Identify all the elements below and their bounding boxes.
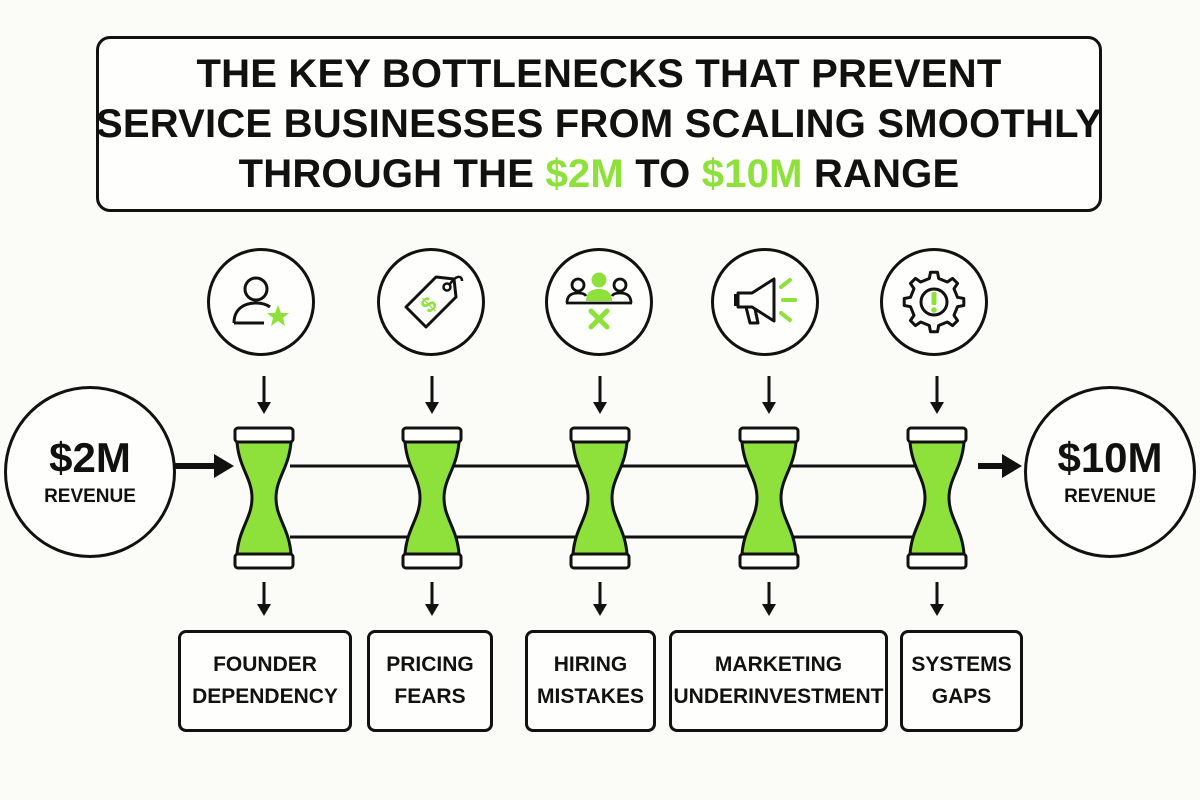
down-arrow: [593, 376, 607, 414]
title-highlight-start: $2M: [545, 152, 624, 196]
exit-arrow: [978, 454, 1022, 478]
bottleneck-hourglass: [906, 426, 968, 570]
systems-icon-circle: [880, 248, 988, 356]
connector-arrows: [257, 376, 944, 616]
title-box: THE KEY BOTTLENECKS THAT PREVENT SERVICE…: [96, 36, 1102, 212]
down-arrow: [425, 582, 439, 616]
down-arrow: [930, 582, 944, 616]
start-revenue-node: $2M REVENUE: [4, 386, 176, 558]
label-line: DEPENDENCY: [192, 685, 338, 708]
person-star-icon: [232, 276, 289, 326]
bottleneck-hourglass: [233, 426, 295, 570]
bottleneck-hourglass: [738, 426, 800, 570]
price-tag-icon: $: [404, 275, 464, 329]
down-arrow: [257, 582, 271, 616]
bottlenecks: [233, 426, 968, 570]
entry-arrow: [172, 454, 234, 478]
label-line: MISTAKES: [537, 685, 644, 708]
gear-alert-icon: [902, 270, 966, 334]
title-text: THROUGH THE: [238, 152, 546, 196]
title-line-3: THROUGH THE $2M TO $10M RANGE: [239, 149, 960, 199]
label-line: MARKETING: [714, 653, 843, 676]
title-highlight-end: $10M: [701, 152, 803, 196]
down-arrow: [930, 376, 944, 414]
bottleneck-label-marketing-underinvestment: MARKETING UNDERINVESTMENT: [669, 630, 888, 732]
end-label: REVENUE: [1064, 486, 1156, 507]
bottleneck-label-pricing-fears: PRICING FEARS: [367, 630, 493, 732]
end-amount: $10M: [1057, 434, 1163, 481]
label-line: GAPS: [931, 685, 992, 708]
down-arrow: [762, 582, 776, 616]
bottleneck-label-founder-dependency: FOUNDER DEPENDENCY: [178, 630, 352, 732]
label-line: FOUNDER: [213, 653, 317, 676]
down-arrow: [762, 376, 776, 414]
bottleneck-hourglass: [401, 426, 463, 570]
down-arrow: [257, 376, 271, 414]
label-line: SYSTEMS: [911, 653, 1012, 676]
pricing-icon-circle: $: [377, 248, 485, 356]
down-arrow: [593, 582, 607, 616]
founder-icon-circle: [207, 248, 315, 356]
title-line-1: THE KEY BOTTLENECKS THAT PREVENT: [196, 52, 1002, 96]
label-line: PRICING: [386, 653, 474, 676]
title-text: TO: [623, 152, 702, 196]
title-line-2: SERVICE BUSINESSES FROM SCALING SMOOTHLY: [96, 102, 1102, 146]
marketing-icon-circle: [711, 248, 819, 356]
bottleneck-label-systems-gaps: SYSTEMS GAPS: [900, 630, 1023, 732]
megaphone-icon: [734, 277, 797, 325]
start-amount: $2M: [49, 434, 131, 481]
down-arrow: [425, 376, 439, 414]
bottleneck-hourglass: [569, 426, 631, 570]
label-line: HIRING: [553, 653, 628, 676]
label-line: FEARS: [394, 685, 466, 708]
bottleneck-label-hiring-mistakes: HIRING MISTAKES: [525, 630, 656, 732]
end-revenue-node: $10M REVENUE: [1024, 386, 1196, 558]
team-x-icon: [565, 272, 633, 330]
label-line: UNDERINVESTMENT: [673, 685, 884, 708]
title-text: RANGE: [802, 152, 960, 196]
start-label: REVENUE: [44, 486, 136, 507]
hiring-icon-circle: [545, 248, 653, 356]
